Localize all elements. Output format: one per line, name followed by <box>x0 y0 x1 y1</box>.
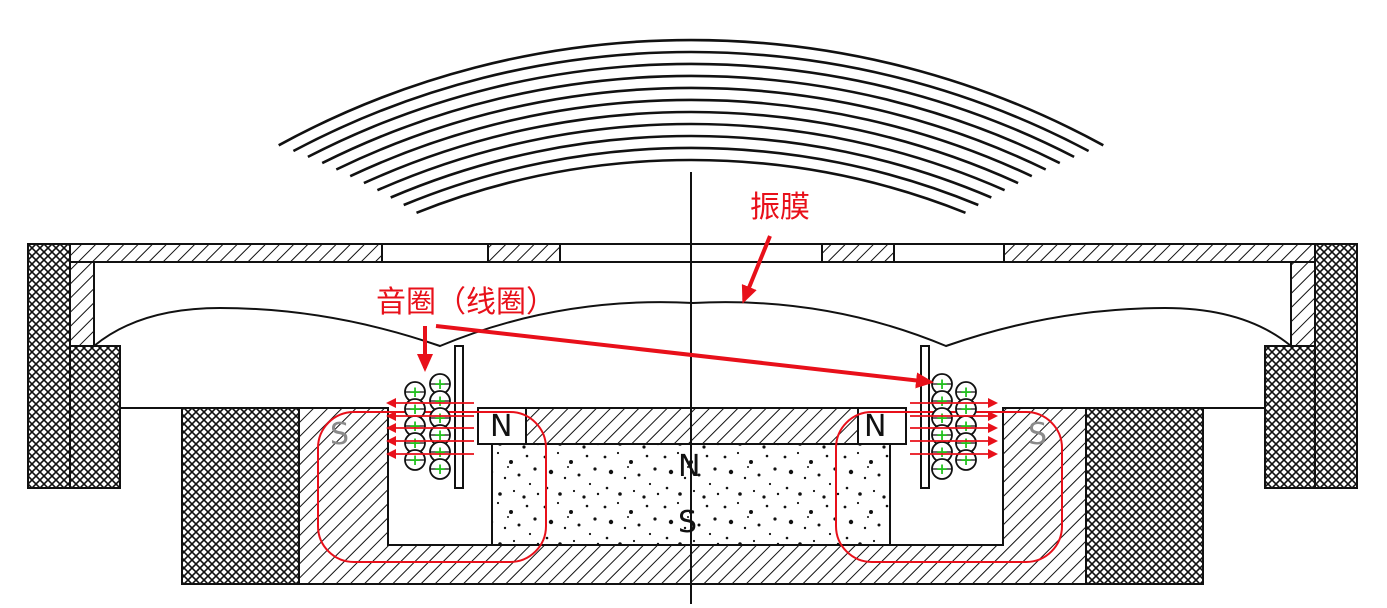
plus-icon: + <box>936 443 949 461</box>
plus-icon: + <box>434 426 447 444</box>
pole-plate-right-notch <box>857 407 907 445</box>
plus-icon: + <box>960 400 973 418</box>
sound-wave-arc <box>403 146 979 207</box>
frame-wall-left <box>69 261 95 347</box>
frame-top-grill-left <box>381 243 489 263</box>
housing-left <box>181 407 300 585</box>
coil-winding: + <box>429 458 451 480</box>
coil-winding: + <box>404 381 426 403</box>
arrow-coil-right <box>435 324 934 389</box>
plus-icon: + <box>960 417 973 435</box>
plus-icon: + <box>936 426 949 444</box>
coil-former-left <box>454 345 464 489</box>
label-voice-coil: 音圈（线圈） <box>376 285 556 320</box>
sound-wave-arc <box>416 158 966 215</box>
field-arrows <box>386 398 998 459</box>
coil-winding: + <box>429 424 451 446</box>
sound-wave-arc <box>292 50 1090 153</box>
sound-wave-arc <box>363 110 1019 185</box>
plus-icon: + <box>434 392 447 410</box>
pole-s-left: S <box>330 417 350 452</box>
coil-winding: + <box>429 407 451 429</box>
coil-former-right <box>920 345 930 489</box>
frame-wall-right <box>1290 261 1316 347</box>
sound-wave-arc <box>376 122 1006 192</box>
sound-wave-arc <box>278 38 1104 147</box>
coil-winding: + <box>931 458 953 480</box>
plus-icon: + <box>409 434 422 452</box>
frame-top-mid-right <box>821 243 895 263</box>
coil-winding: + <box>404 398 426 420</box>
frame-left-lower <box>69 345 121 489</box>
coil-winding: + <box>931 390 953 412</box>
plus-icon: + <box>960 451 973 469</box>
plus-icon: + <box>434 460 447 478</box>
sound-wave-arc <box>349 98 1033 178</box>
voice-coil-windings: ++++++++++++++++++++++ <box>404 373 977 480</box>
plus-icon: + <box>936 375 949 393</box>
pole-n-right: N <box>864 409 887 444</box>
pole-n-left: N <box>490 409 513 444</box>
frame-top-mid-left <box>487 243 561 263</box>
label-diaphragm: 振膜 <box>750 190 810 225</box>
plus-icon: + <box>409 383 422 401</box>
sound-waves <box>278 38 1104 215</box>
frame-top-right <box>1003 243 1316 263</box>
pole-s-right: S <box>1028 417 1048 452</box>
plus-icon: + <box>960 434 973 452</box>
housing-right <box>1085 407 1204 585</box>
plus-icon: + <box>936 392 949 410</box>
coil-winding: + <box>931 407 953 429</box>
plus-icon: + <box>409 417 422 435</box>
coil-winding: + <box>931 424 953 446</box>
plus-icon: + <box>434 443 447 461</box>
plus-icon: + <box>409 451 422 469</box>
plus-icon: + <box>434 375 447 393</box>
sound-wave-arc <box>321 74 1061 165</box>
pole-plate-left-notch <box>477 407 527 445</box>
coil-winding: + <box>404 432 426 454</box>
plus-icon: + <box>960 383 973 401</box>
sound-wave-arc <box>307 62 1075 159</box>
pole-s-center: S <box>678 505 698 540</box>
diaphragm <box>93 301 1292 348</box>
sound-wave-arc <box>335 86 1047 171</box>
frame-top-left <box>69 243 383 263</box>
frame-left-block <box>27 243 71 489</box>
plus-icon: + <box>409 400 422 418</box>
frame-right-block <box>1314 243 1358 489</box>
plus-icon: + <box>434 409 447 427</box>
sound-wave-arc <box>390 134 992 199</box>
coil-winding: + <box>429 390 451 412</box>
frame-right-lower <box>1264 345 1316 489</box>
plus-icon: + <box>936 460 949 478</box>
plus-icon: + <box>936 409 949 427</box>
pole-n-center: N <box>678 449 701 484</box>
coil-winding: + <box>955 449 977 471</box>
frame-top-grill-right <box>893 243 1005 263</box>
coil-winding: + <box>404 449 426 471</box>
arrow-diaphragm <box>741 235 772 304</box>
